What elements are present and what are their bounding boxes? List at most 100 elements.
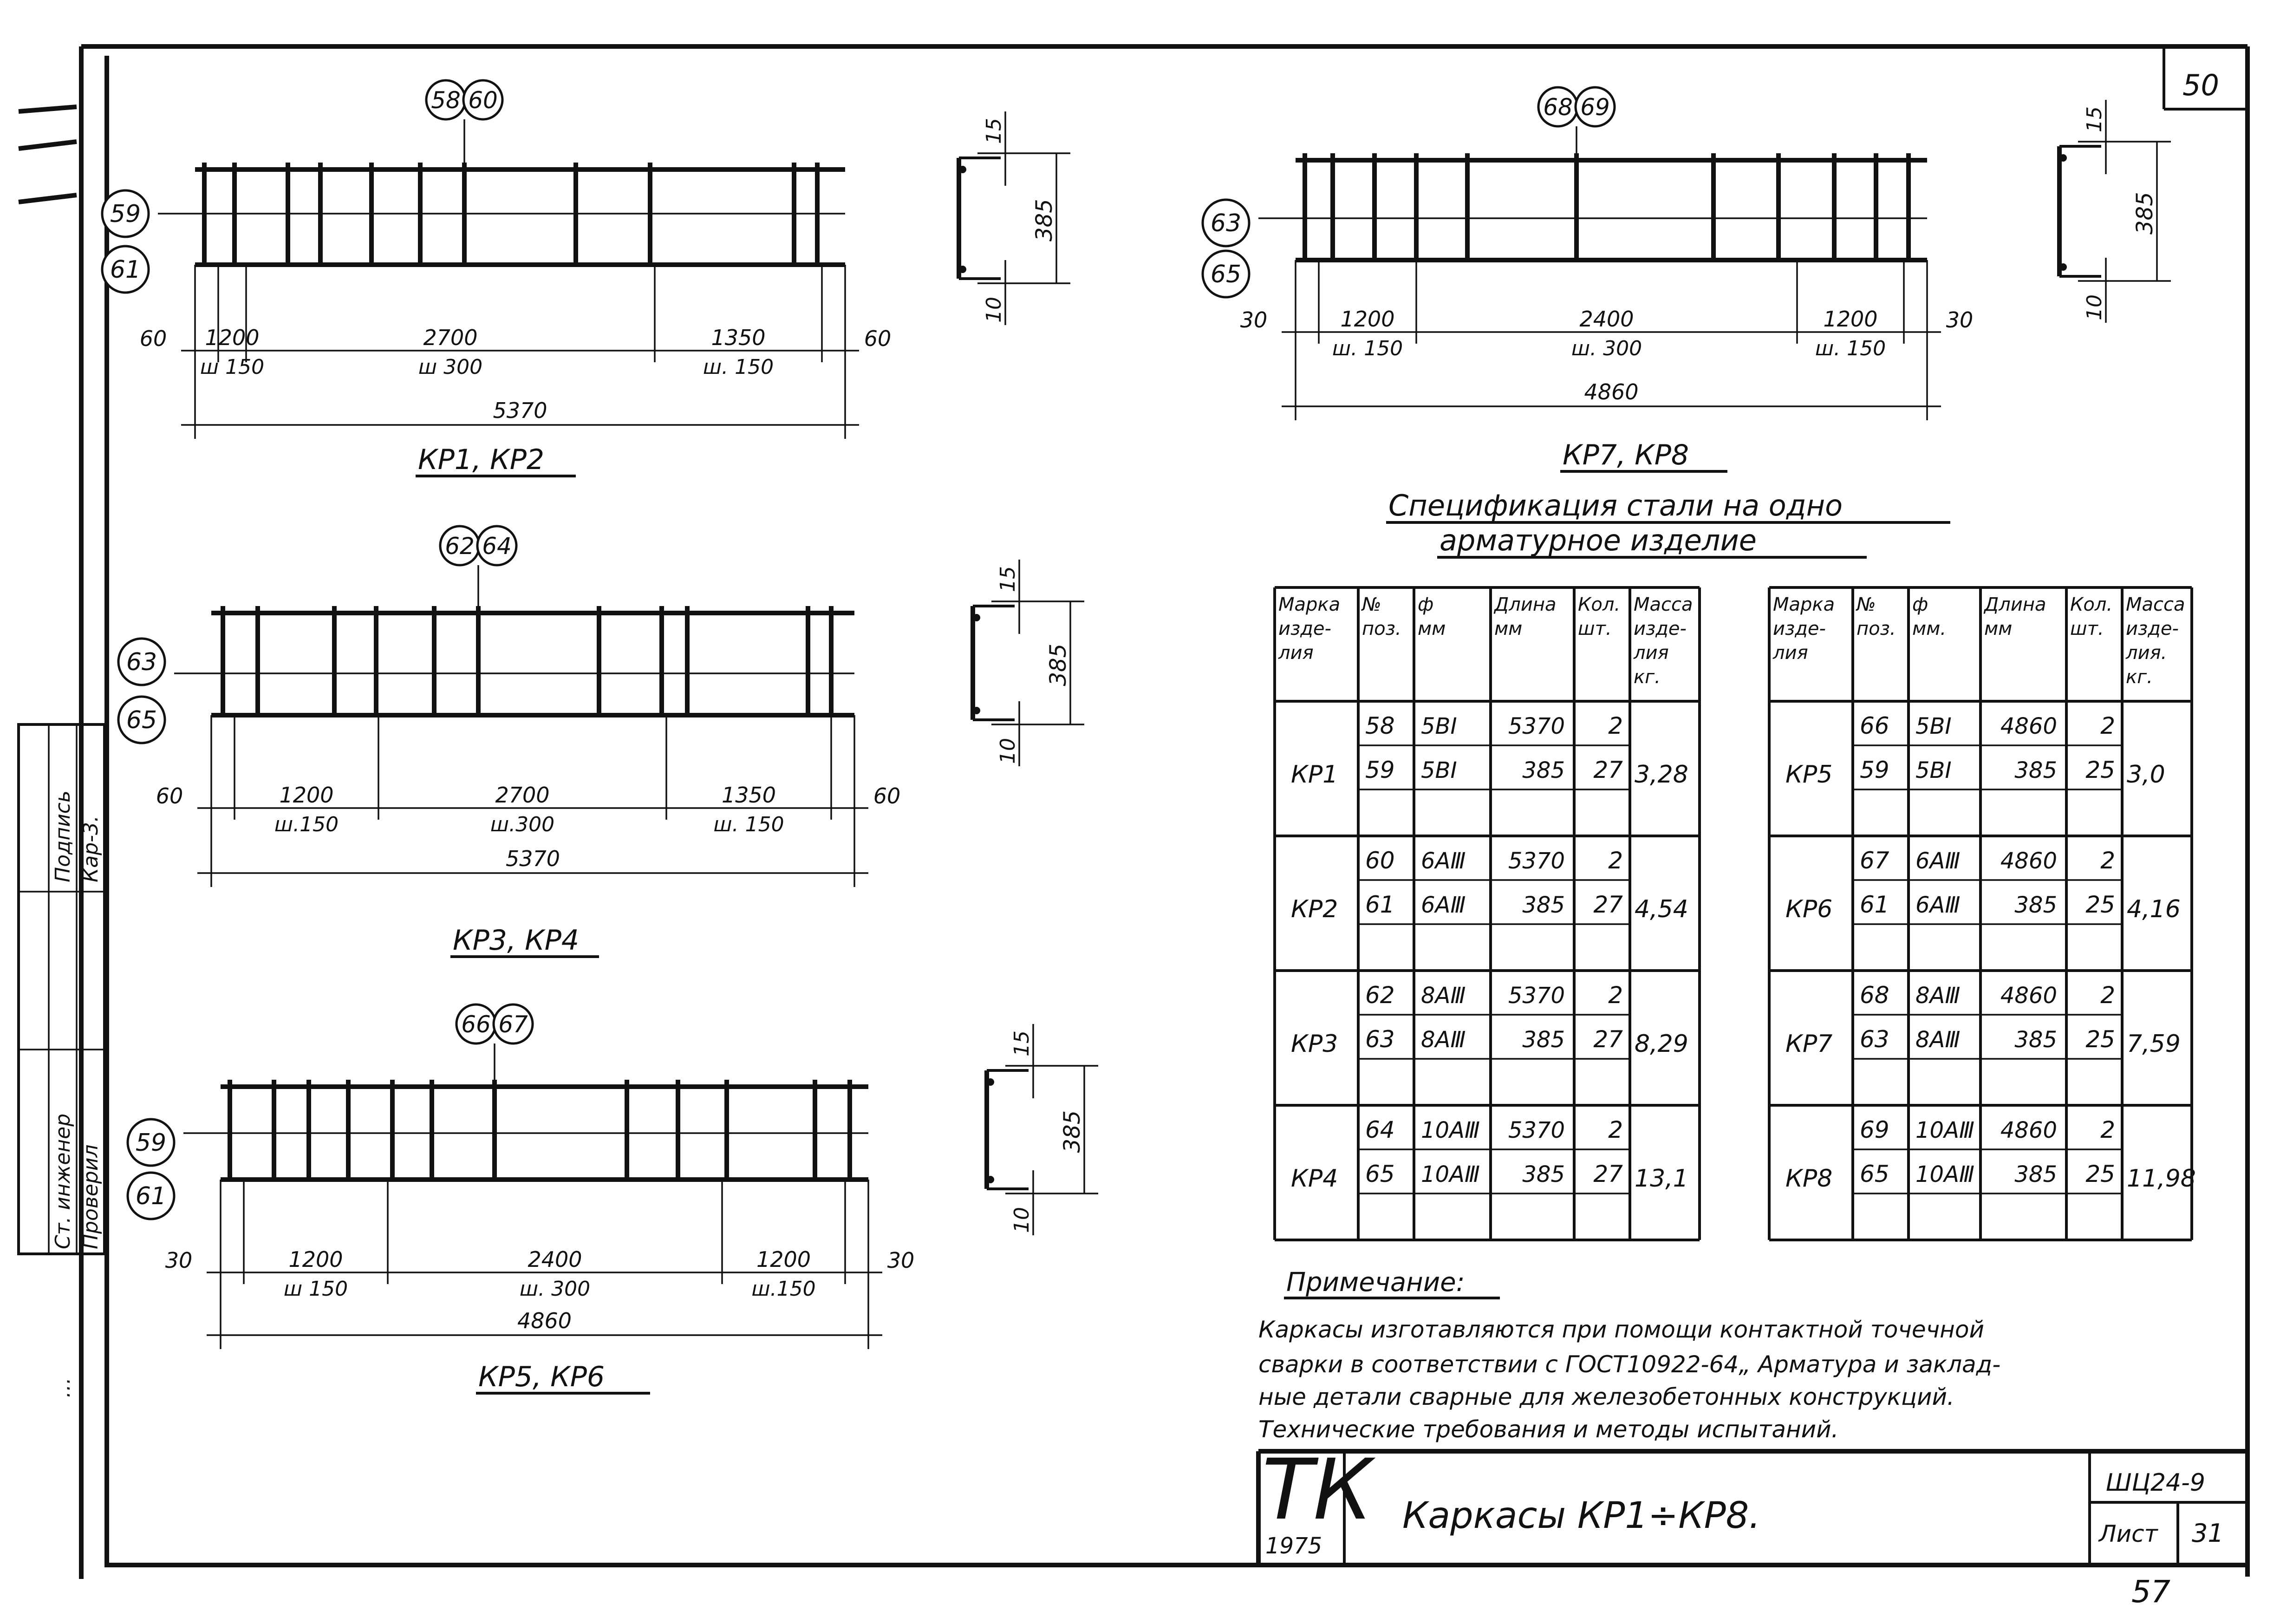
- table-mass: 3,0: [2127, 761, 2165, 789]
- table-length: 385: [1522, 1161, 1565, 1187]
- callout-number: 66: [461, 1011, 491, 1038]
- table-length: 385: [1522, 892, 1565, 918]
- table-pos: 64: [1365, 1116, 1395, 1143]
- table-diameter: 5ВⅠ: [1915, 713, 1952, 739]
- table-pos: 60: [1365, 847, 1395, 874]
- table-length: 5370: [1508, 848, 1565, 874]
- table-diameter: 5ВⅠ: [1421, 713, 1457, 739]
- note-heading: Примечание:: [1286, 1267, 1465, 1298]
- table-diameter: 10АⅢ: [1915, 1161, 1974, 1187]
- table-pos: 67: [1860, 847, 1889, 874]
- frame-title-kr5-kr6: КР5, КР6: [478, 1361, 605, 1393]
- dim-seg2: 2400: [1579, 307, 1634, 332]
- table-diameter: 6АⅢ: [1915, 892, 1960, 918]
- dim-total: 4860: [517, 1308, 572, 1333]
- dim-seg1: 1200: [205, 325, 259, 350]
- dim-end-left: 60: [140, 326, 167, 351]
- table-length: 5370: [1508, 1117, 1565, 1143]
- table-length: 4860: [2000, 1117, 2057, 1143]
- section-dim-top: 15: [982, 118, 1006, 144]
- table-length: 5370: [1508, 983, 1565, 1009]
- table-header-dia: ф: [1418, 594, 1433, 615]
- table-mark: КР2: [1291, 895, 1338, 923]
- callout-bubble: [126, 1171, 176, 1220]
- page-number-bottom: 57: [2131, 1574, 2170, 1610]
- table-pos: 65: [1365, 1161, 1395, 1187]
- callout-bubble: [101, 245, 150, 294]
- callout-bubble: [1201, 198, 1251, 248]
- note-line-3: ные детали сварные для железобетонных ко…: [1258, 1383, 1954, 1410]
- table-header-qty: шт.: [1578, 618, 1612, 639]
- section-dim-height: 385: [1045, 644, 1071, 686]
- table-mass: 4,16: [2127, 895, 2181, 923]
- dim-total: 4860: [1584, 379, 1638, 404]
- callout-bubble: [492, 1003, 534, 1045]
- table-header-mass: изде-: [2126, 618, 2179, 639]
- table-diameter: 10АⅢ: [1421, 1161, 1480, 1187]
- table-quantity: 2: [2100, 982, 2115, 1009]
- stamp-col-1: Подпись: [51, 790, 75, 882]
- table-diameter: 8АⅢ: [1421, 983, 1466, 1009]
- dim-seg2-pitch: ш. 300: [520, 1277, 590, 1301]
- callout-bubble: [1574, 86, 1616, 128]
- table-header-qty: Кол.: [2070, 594, 2112, 615]
- title-sheet-no: 31: [2192, 1519, 2224, 1548]
- rebar-dot: [987, 1078, 994, 1086]
- dim-seg1-pitch: ш. 150: [1332, 337, 1403, 360]
- table-mass: 8,29: [1635, 1030, 1688, 1058]
- table-diameter: 10АⅢ: [1915, 1117, 1974, 1143]
- table-header-len: Длина: [1493, 594, 1556, 615]
- section-dim-height: 385: [1031, 199, 1057, 241]
- stamp-role-2: Проверил: [79, 1144, 103, 1249]
- table-mass: 3,28: [1635, 761, 1688, 789]
- dim-seg1-pitch: ш 150: [284, 1277, 348, 1301]
- table-mark: КР4: [1291, 1165, 1338, 1193]
- frame-title-kr7-kr8: КР7, КР8: [1563, 439, 1689, 471]
- spec-table-right: Маркаизде-лия№поз.фмм.ДлинаммКол.шт.Масс…: [1768, 586, 2196, 1241]
- table-length: 4860: [2000, 848, 2057, 874]
- table-mass: 4,54: [1635, 895, 1688, 923]
- table-header-len: мм: [1984, 618, 2012, 639]
- table-diameter: 8АⅢ: [1915, 983, 1960, 1009]
- dim-seg2: 2700: [495, 783, 549, 808]
- table-diameter: 8АⅢ: [1915, 1027, 1960, 1053]
- dim-seg1-pitch: ш 150: [200, 355, 264, 379]
- note-line-4: Технические требования и методы испытани…: [1258, 1416, 1839, 1443]
- rebar-dot: [987, 1176, 994, 1183]
- table-header-mark: изде-: [1773, 618, 1826, 639]
- table-header-pos: поз.: [1362, 618, 1401, 639]
- table-header-len: мм: [1494, 618, 1522, 639]
- table-pos: 59: [1365, 757, 1395, 783]
- dim-seg3: 1200: [756, 1247, 811, 1272]
- table-diameter: 5ВⅠ: [1421, 757, 1457, 783]
- section-dim-bottom: 10: [1010, 1207, 1034, 1233]
- table-quantity: 27: [1593, 1161, 1623, 1187]
- table-pos: 62: [1365, 982, 1395, 1009]
- table-diameter: 10АⅢ: [1421, 1117, 1480, 1143]
- dim-seg3-pitch: ш. 150: [713, 813, 784, 836]
- table-pos: 68: [1860, 982, 1889, 1009]
- title-block: ТК 1975 Каркасы КР1÷КР8. ШЦ24-9 Лист 31: [1256, 1441, 2247, 1565]
- table-quantity: 27: [1593, 891, 1623, 918]
- table-mass: 13,1: [1635, 1165, 1688, 1193]
- table-length: 385: [2014, 757, 2057, 783]
- dim-seg2-pitch: ш 300: [418, 355, 482, 379]
- table-quantity: 2: [2100, 712, 2115, 739]
- stamp-col-2: Кар-3.: [79, 815, 103, 882]
- dim-seg3-pitch: ш.150: [751, 1277, 815, 1301]
- section-dim-bottom: 10: [2083, 294, 2106, 320]
- section-dim-top: 15: [996, 566, 1020, 592]
- table-mass: 7,59: [2127, 1030, 2181, 1058]
- table-pos: 58: [1365, 712, 1395, 739]
- table-quantity: 27: [1593, 1026, 1623, 1053]
- dim-end-right: 60: [864, 326, 892, 351]
- table-header-mass: кг.: [1634, 666, 1661, 688]
- table-quantity: 25: [2085, 891, 2115, 918]
- table-mark: КР7: [1785, 1030, 1832, 1058]
- dim-seg3-pitch: ш. 150: [1815, 337, 1886, 360]
- sheet-frame: [18, 44, 2250, 1579]
